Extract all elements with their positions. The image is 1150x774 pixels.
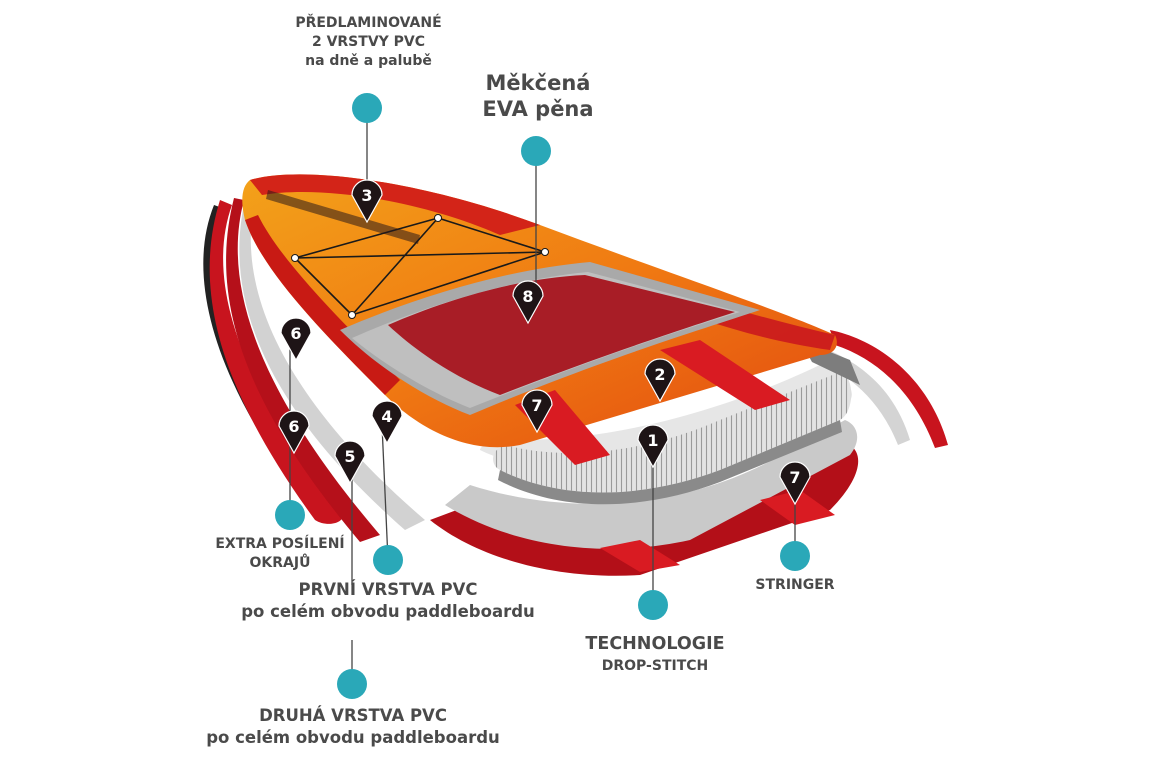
marker-m5-number: 5 [344,447,355,466]
marker-m6b-number: 6 [288,417,299,436]
marker-m7a: 7 [521,389,553,434]
label-druha-line1: DRUHÁ VRSTVA PVC [259,706,447,725]
dot-prvni [373,545,403,575]
label-extra-line2: OKRAJŮ [249,554,311,571]
label-technologie-line2: DROP-STITCH [601,657,709,674]
label-predlaminovane-line1: PŘEDLAMINOVANÉ [295,15,442,31]
label-technologie: TECHNOLOGIE DROP-STITCH [560,633,750,676]
marker-m8: 8 [512,280,544,325]
dot-stringer [780,541,810,571]
marker-m1-number: 1 [647,431,658,450]
label-technologie-line1: TECHNOLOGIE [585,634,725,654]
marker-m2-number: 2 [654,365,665,384]
marker-m1: 1 [637,424,669,469]
marker-m6a: 6 [280,317,312,362]
marker-m5: 5 [334,440,366,485]
marker-m7b: 7 [779,461,811,506]
label-eva: Měkčená EVA pěna [468,70,608,123]
dot-extra [275,500,305,530]
marker-m6b: 6 [278,410,310,455]
marker-m7a-number: 7 [531,396,542,415]
label-extra-line1: EXTRA POSÍLENÍ [215,536,345,552]
marker-m7b-number: 7 [789,468,800,487]
marker-m6a-number: 6 [290,324,301,343]
label-prvni-line1: PRVNÍ VRSTVA PVC [298,580,478,599]
marker-m3: 3 [351,179,383,224]
marker-m4-number: 4 [381,407,392,426]
label-predlaminovane-line2: 2 VRSTVY PVC [311,33,426,50]
dot-predlaminovane [352,93,382,123]
label-prvni: PRVNÍ VRSTVA PVC po celém obvodu paddleb… [218,579,558,624]
label-eva-line2: EVA pěna [482,97,594,122]
label-druha: DRUHÁ VRSTVA PVC po celém obvodu paddleb… [183,705,523,750]
marker-m8-number: 8 [522,287,533,306]
label-predlaminovane-line3: na dně a palubě [305,52,432,69]
label-prvni-line2: po celém obvodu paddleboardu [241,602,535,622]
label-extra: EXTRA POSÍLENÍ OKRAJŮ [200,535,360,573]
label-druha-line2: po celém obvodu paddleboardu [206,728,500,748]
label-stringer: STRINGER [740,576,850,595]
dot-druha [337,669,367,699]
label-predlaminovane: PŘEDLAMINOVANÉ 2 VRSTVY PVC na dně a pal… [266,14,471,71]
dot-technologie [638,590,668,620]
marker-m3-number: 3 [361,186,372,205]
marker-m4: 4 [371,400,403,445]
label-stringer-line1: STRINGER [755,577,835,593]
label-eva-line1: Měkčená [485,71,591,95]
dot-eva [521,136,551,166]
marker-m2: 2 [644,358,676,403]
